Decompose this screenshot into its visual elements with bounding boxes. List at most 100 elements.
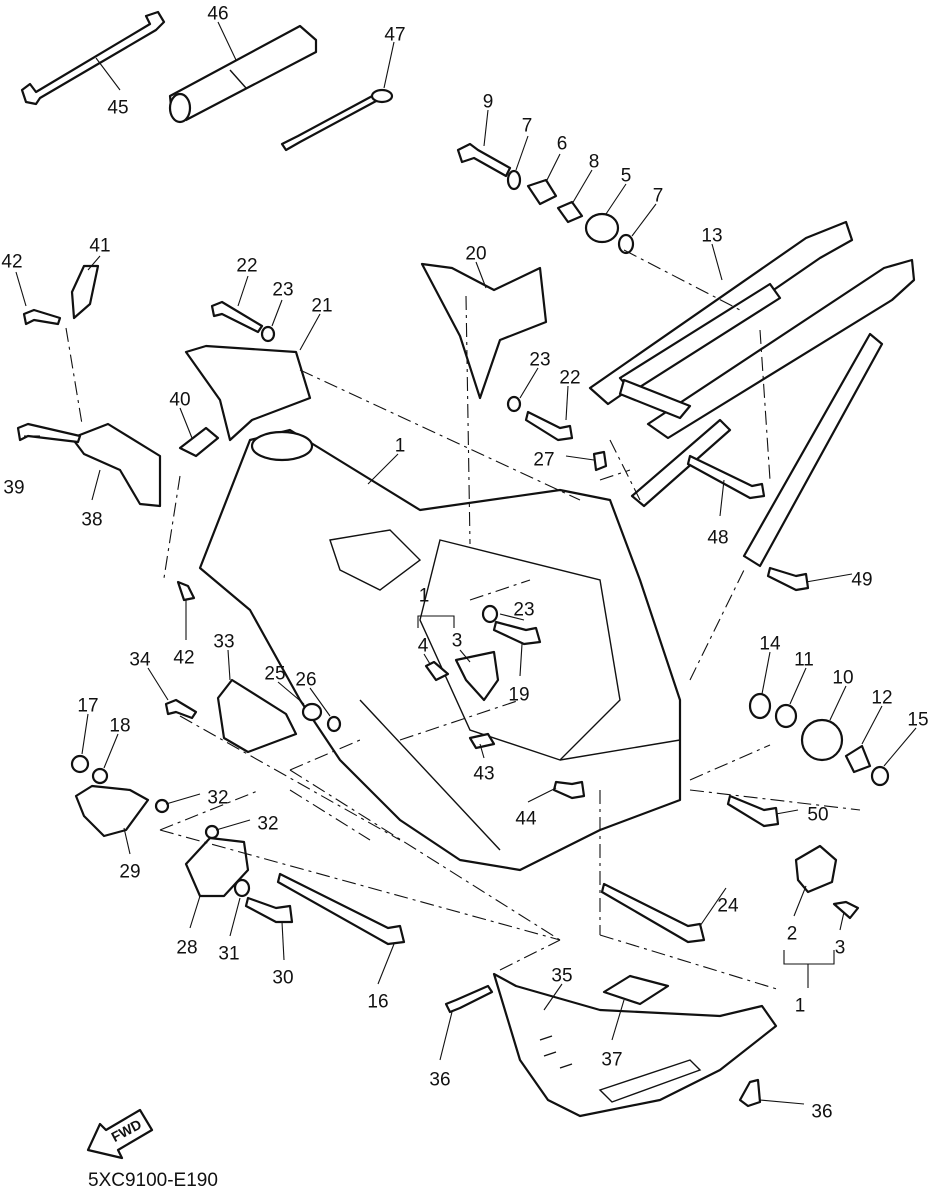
callout-c1a: 1 — [395, 436, 406, 457]
bracket-38 — [70, 422, 162, 508]
washer-18 — [91, 767, 109, 785]
callout-c13: 13 — [701, 226, 722, 247]
callout-c12: 12 — [871, 688, 892, 709]
long-bolt-24 — [600, 882, 706, 944]
callout-c1c: 1 — [795, 996, 806, 1017]
rod-tool-47 — [280, 88, 394, 152]
callout-c35: 35 — [551, 966, 572, 987]
callout-c42b: 42 — [173, 648, 194, 669]
callout-c23c: 23 — [513, 600, 534, 621]
pivot-bolt-9 — [456, 142, 512, 178]
washer-32b — [204, 824, 220, 840]
callout-c37: 37 — [601, 1050, 622, 1071]
washer-26 — [326, 715, 342, 733]
callout-c18: 18 — [109, 716, 130, 737]
callout-c44: 44 — [515, 809, 537, 830]
bolt-36a — [444, 984, 494, 1014]
callout-c23a: 23 — [272, 280, 293, 301]
callout-c39: 39 — [3, 478, 24, 499]
callout-c4: 4 — [418, 636, 429, 657]
callout-c47: 47 — [384, 25, 405, 46]
callout-c3a: 3 — [452, 631, 463, 652]
callout-c9: 9 — [483, 92, 494, 113]
washer-15 — [870, 765, 890, 787]
bolt-22b — [524, 410, 574, 442]
washer-31 — [233, 878, 251, 898]
long-bolt-16 — [276, 872, 406, 946]
rubber-block-40 — [178, 426, 220, 458]
callout-c25: 25 — [264, 664, 285, 685]
callout-c20: 20 — [465, 244, 486, 265]
collar-11 — [774, 703, 798, 729]
callout-c21: 21 — [311, 296, 332, 317]
bracket-2 — [794, 844, 838, 894]
bolt-4 — [424, 660, 450, 682]
callout-c32b: 32 — [257, 814, 278, 835]
bolt-49 — [766, 566, 810, 592]
callout-c26: 26 — [295, 670, 316, 691]
collar-8 — [556, 200, 584, 224]
bolt-22a — [210, 300, 264, 334]
bolt-34 — [164, 698, 198, 720]
callout-c34: 34 — [129, 650, 151, 671]
bolt-36b — [738, 1078, 762, 1108]
pad-37 — [602, 974, 670, 1006]
bearing-10 — [800, 718, 844, 762]
bolt-50 — [726, 794, 780, 828]
callout-c3b: 3 — [835, 938, 846, 959]
callout-c2: 2 — [787, 924, 798, 945]
callout-c36b: 36 — [811, 1102, 832, 1123]
callout-c16: 16 — [367, 992, 388, 1013]
bolt-27 — [592, 450, 608, 472]
washer-32a — [154, 798, 170, 814]
callout-c11: 11 — [794, 650, 814, 671]
bolt-48 — [686, 454, 766, 500]
callout-c29: 29 — [119, 862, 140, 883]
callout-c43: 43 — [473, 764, 494, 785]
collar-6 — [526, 178, 558, 206]
callout-c50: 50 — [807, 805, 828, 826]
callout-c46: 46 — [207, 4, 228, 25]
main-frame-1 — [198, 428, 682, 872]
bolt-42b — [176, 580, 196, 602]
washer-7b — [617, 233, 635, 255]
bolt-42a — [22, 308, 62, 326]
washer-7 — [506, 169, 522, 191]
callout-c22a: 22 — [236, 256, 257, 277]
callout-c42a: 42 — [1, 252, 22, 273]
socket-wrench-46 — [168, 24, 318, 124]
bolt-44 — [552, 780, 586, 800]
callout-c36a: 36 — [429, 1070, 450, 1091]
collar-12 — [844, 744, 872, 774]
callout-c15: 15 — [907, 710, 928, 731]
callout-c31: 31 — [218, 944, 239, 965]
leader-lines — [15, 21, 917, 1105]
callout-c49: 49 — [851, 570, 872, 591]
callout-c40: 40 — [169, 390, 190, 411]
bolt-30 — [244, 896, 294, 924]
guard-33 — [216, 678, 298, 754]
nut-17 — [70, 754, 90, 774]
callout-c5: 5 — [621, 166, 632, 187]
plate-3a — [454, 650, 500, 702]
washer-23c — [481, 604, 499, 624]
bolt-39 — [16, 422, 82, 444]
callout-c7b: 7 — [653, 186, 664, 207]
callout-c33: 33 — [213, 632, 234, 653]
callout-c30: 30 — [272, 968, 293, 989]
spanner-wrench-45 — [20, 10, 166, 106]
bolt-19 — [492, 620, 542, 646]
callout-c8: 8 — [589, 152, 600, 173]
washer-23a — [260, 325, 276, 343]
callout-c14: 14 — [759, 634, 781, 655]
callout-c41: 41 — [89, 236, 110, 257]
callout-c17: 17 — [77, 696, 98, 717]
callout-c38: 38 — [81, 510, 102, 531]
clip-43 — [468, 732, 496, 750]
nut-25 — [301, 702, 323, 722]
callout-c48: 48 — [707, 528, 728, 549]
callout-c24: 24 — [717, 896, 739, 917]
callout-c45: 45 — [107, 98, 128, 119]
rubber-block-41 — [70, 264, 100, 320]
